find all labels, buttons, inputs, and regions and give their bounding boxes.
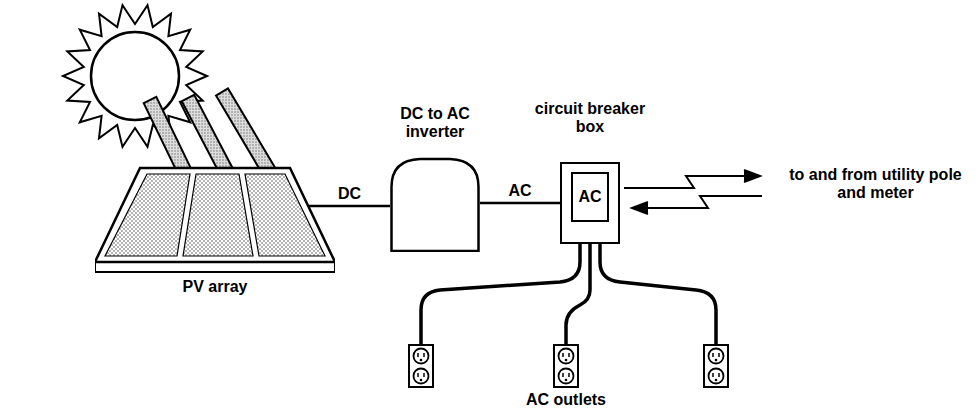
node-heading: DC to AC inverter <box>370 105 500 141</box>
edge-label: DC <box>336 185 363 203</box>
outlet-wires <box>421 244 716 345</box>
utility-label: to and from utility pole and meter <box>778 166 973 202</box>
breaker-box: AC circuit breaker box <box>525 100 655 250</box>
wire-connector <box>480 203 560 204</box>
node-heading: circuit breaker box <box>525 100 655 136</box>
pv-panel <box>95 160 335 275</box>
ac-outlet-symbols <box>409 345 728 387</box>
inverter-box <box>390 157 480 252</box>
inverter: DC to AC inverter <box>370 105 500 255</box>
wire-connector <box>309 206 390 207</box>
inner-panel: AC <box>571 172 609 222</box>
edge-label: AC <box>506 182 533 200</box>
pv-array: PV array <box>95 160 340 302</box>
node-outline: AC <box>560 162 620 244</box>
panel-label: AC <box>578 188 601 206</box>
node-outline <box>390 157 480 252</box>
node-heading: PV array <box>135 278 295 296</box>
node-outline <box>95 160 335 275</box>
outlets-label: AC outlets <box>486 391 646 409</box>
utility-arrows <box>624 170 762 214</box>
sun-symbol <box>63 5 207 147</box>
